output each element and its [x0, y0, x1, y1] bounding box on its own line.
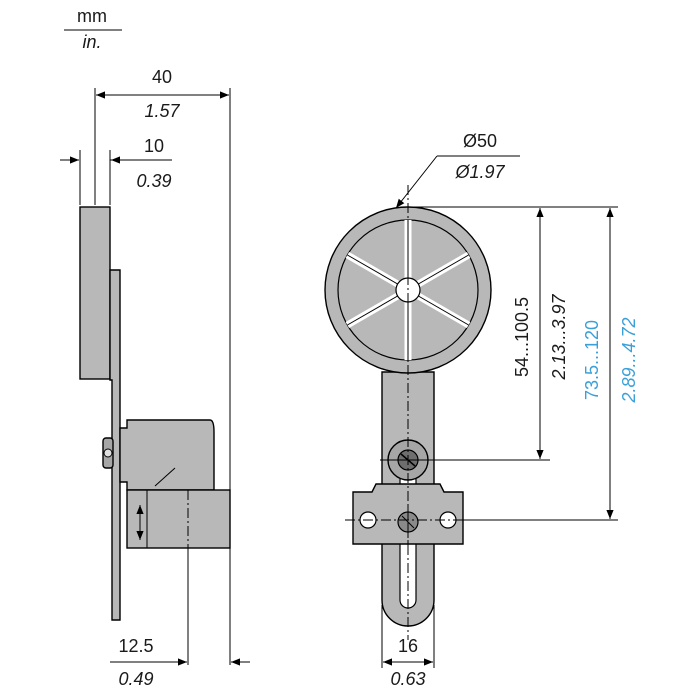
side-hub-detail	[154, 467, 176, 487]
dim-arm-length-imperial: 2.13...3.97	[549, 293, 569, 380]
side-body	[126, 489, 231, 549]
side-wheel	[79, 206, 111, 380]
dim-total-length-imperial: 2.89...4.72	[619, 317, 639, 403]
dim-thickness-imperial: 0.39	[136, 171, 171, 191]
dim-overall-width-imperial: 1.57	[144, 101, 180, 121]
dia-leader-arrow	[395, 155, 438, 209]
dim-base-offset-imperial: 0.49	[118, 669, 153, 689]
front-view: Ø50 Ø1.97 54...100.5 2.13...3.97 73.5...…	[324, 131, 639, 689]
units-imperial: in.	[82, 32, 101, 52]
units-metric: mm	[77, 6, 107, 26]
side-view: 40 1.57 10 0.39 12.5 0.49	[60, 67, 250, 689]
dim-arm-width-imperial: 0.63	[390, 669, 425, 689]
dim-overall-width-metric: 40	[152, 67, 172, 87]
side-hub	[119, 419, 215, 491]
units-legend: mm in.	[64, 6, 122, 52]
dim-total-length-metric: 73.5...120	[582, 320, 602, 400]
dim-base-offset-metric: 12.5	[118, 636, 153, 656]
dim-wheel-diameter-imperial: Ø1.97	[454, 162, 505, 182]
side-arm-plate	[109, 269, 121, 621]
dim-arm-length-metric: 54...100.5	[512, 297, 532, 377]
dim-wheel-diameter-metric: Ø50	[463, 131, 497, 151]
dim-arm-width-metric: 16	[398, 636, 418, 656]
dim-thickness-metric: 10	[144, 136, 164, 156]
side-screw-head	[103, 448, 113, 458]
